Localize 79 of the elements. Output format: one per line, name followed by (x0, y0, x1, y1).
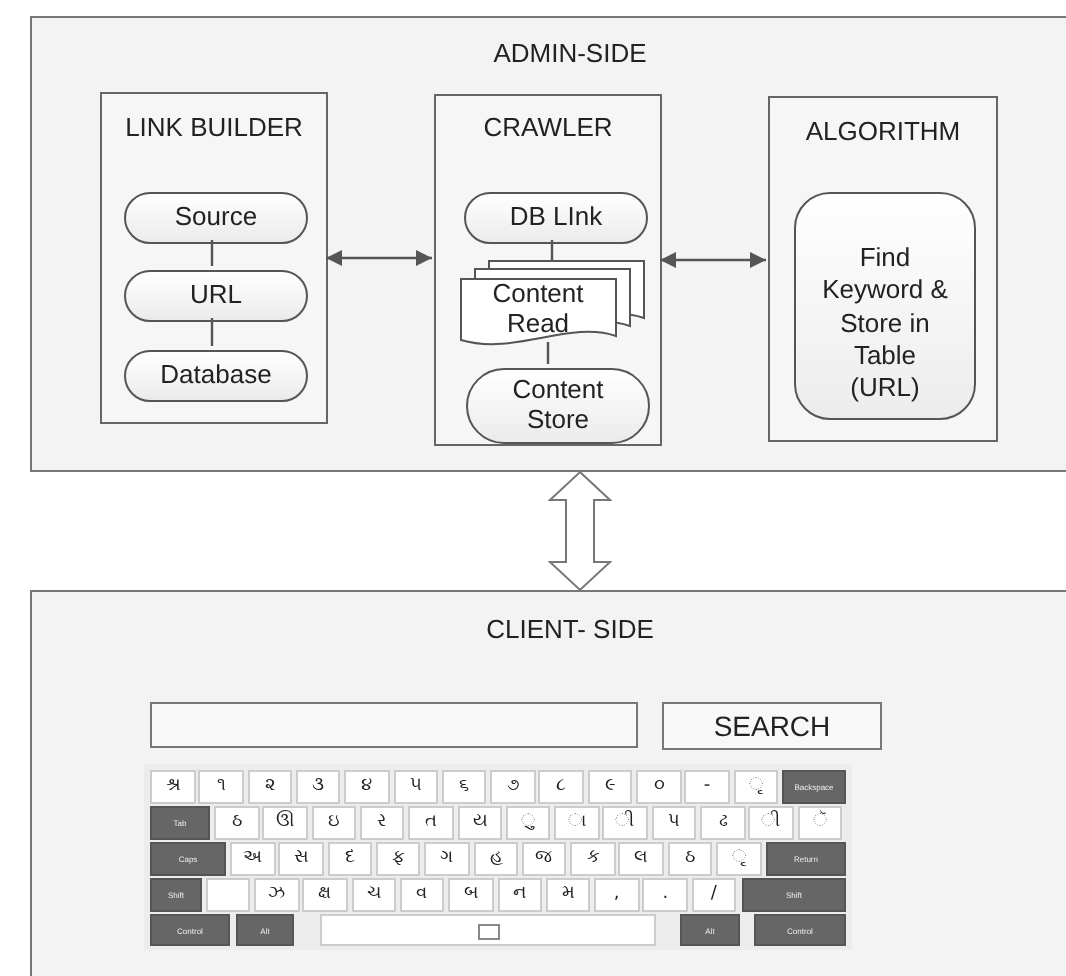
keyboard-key: મ (545, 878, 591, 912)
keyboard-key: ી (748, 806, 794, 840)
keyboard-key: હ (473, 842, 518, 876)
panel-title: CLIENT- SIDE (484, 616, 656, 646)
keyboard-key: ઇ (311, 806, 357, 840)
keyboard-key: . (642, 878, 688, 912)
node-label: Source (172, 203, 260, 233)
keyboard-key: ૬ (441, 770, 487, 804)
process-pill (124, 350, 308, 402)
multi-document-shape (460, 260, 648, 348)
keyboard-key: ઊ (262, 806, 308, 840)
keyboard-key: ા (554, 806, 600, 840)
node-label: Content Read (490, 280, 586, 340)
keyboard-key: લ (618, 842, 664, 876)
double-arrow (660, 252, 766, 268)
process-pill (464, 192, 648, 244)
keyboard-key: ૦ (636, 770, 681, 804)
node-label: URL (187, 281, 244, 311)
keyboard-key: ક (570, 842, 616, 876)
keyboard-key: ચ (351, 878, 397, 912)
keyboard-key: ૪ (344, 770, 390, 804)
keyboard-key: ૩ (295, 770, 341, 804)
keyboard-key: ૅ (797, 806, 843, 840)
search-button: SEARCH (662, 702, 882, 750)
block-arrow (547, 470, 613, 592)
keyboard-key: ૮ (538, 770, 584, 804)
node-label: DB LInk (507, 203, 605, 233)
keyboard-key: / (691, 878, 737, 912)
search-field (150, 702, 638, 748)
keyboard-key: જ (521, 842, 567, 876)
keyboard-key: ૃ (716, 842, 761, 876)
box-title: CRAWLER (481, 114, 615, 144)
process-pill (124, 192, 308, 244)
keyboard-key: ુ (505, 806, 551, 840)
node-label: Database (158, 361, 274, 391)
keyboard-key: પ (651, 806, 697, 840)
keyboard-key: ૨ (247, 770, 293, 804)
node-label: Content Store (510, 376, 606, 436)
keyboard-key: ફ (375, 842, 421, 876)
connector-line (546, 342, 550, 364)
box-title: ALGORITHM (803, 118, 963, 148)
keyboard-key: શ્ર (150, 770, 195, 804)
keyboard-key: ર (359, 806, 405, 840)
panel (30, 16, 1066, 472)
process-pill (124, 270, 308, 322)
keyboard-key: ગ (424, 842, 470, 876)
keyboard-key: દ (327, 842, 373, 876)
keyboard-key: બ (448, 878, 494, 912)
keyboard-key: અ (230, 842, 275, 876)
process-box (794, 192, 976, 420)
double-arrow (326, 250, 432, 266)
connector-line (210, 318, 214, 346)
keyboard-key: સ (278, 842, 324, 876)
connector-line (210, 240, 214, 266)
component-box (768, 96, 998, 442)
node-label: Find Keyword & Store in Table (URL) (820, 242, 950, 405)
panel-title: ADMIN-SIDE (491, 40, 649, 70)
keyboard-key: ૯ (587, 770, 633, 804)
keyboard-key: ૧ (198, 770, 244, 804)
keyboard-key: ી (602, 806, 648, 840)
keyboard-key: ઠ (667, 842, 713, 876)
keyboard-key: ય (457, 806, 502, 840)
keyboard-key: ત (408, 806, 454, 840)
keyboard-key: ઢ (700, 806, 745, 840)
component-box (100, 92, 328, 424)
component-box (434, 94, 662, 446)
keyboard-key: , (594, 878, 640, 912)
keyboard-key: ઝ (254, 878, 299, 912)
keyboard-key: ઠ (214, 806, 259, 840)
keyboard-key: ક્ષ (302, 878, 348, 912)
connector-line (550, 240, 554, 260)
keyboard-key: ૃ (733, 770, 779, 804)
keyboard-key: ૭ (490, 770, 536, 804)
box-title: LINK BUILDER (123, 114, 305, 144)
process-pill (466, 368, 650, 444)
keyboard-key: - (684, 770, 730, 804)
keyboard-key: ન (497, 878, 542, 912)
keyboard-key: ૫ (393, 770, 438, 804)
keyboard-key: વ (399, 878, 445, 912)
